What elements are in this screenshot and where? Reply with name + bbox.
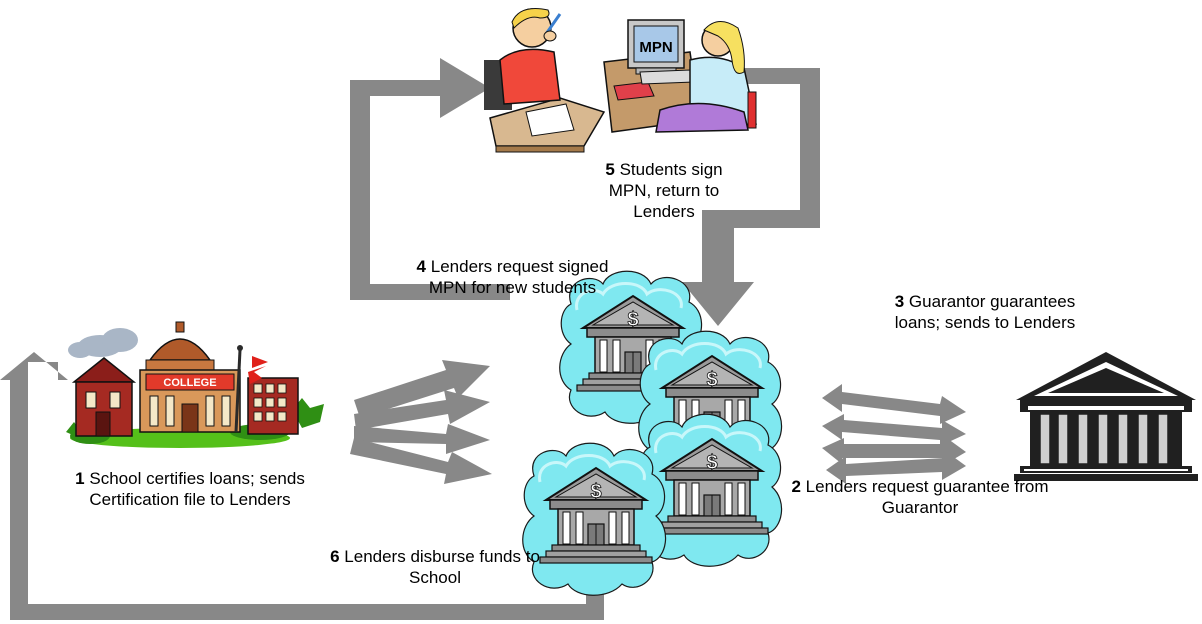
step-1-label: 1 School certifies loans; sends Certific… — [55, 468, 325, 510]
step-2-text: Lenders request guarantee from Guarantor — [805, 477, 1049, 517]
step-2-label: 2 Lenders request guarantee from Guarant… — [780, 476, 1060, 518]
step-5-text: Students sign MPN, return to Lenders — [608, 160, 723, 221]
step-4-text: Lenders request signed MPN for new stude… — [428, 257, 609, 297]
bank-symbol-label: $ — [590, 481, 601, 503]
step-4-number: 4 — [416, 257, 427, 276]
step-6-number: 6 — [330, 547, 340, 566]
step-6-label: 6 Lenders disburse funds to School — [320, 546, 550, 588]
arrows-lenders-guarantor — [822, 384, 966, 484]
monitor-mpn-label: MPN — [639, 39, 672, 56]
bank-symbol-label: $ — [706, 452, 717, 474]
bank-symbol-label: $ — [706, 369, 717, 391]
step-6-text: Lenders disburse funds to School — [344, 547, 540, 587]
lender-bank-icon: $ — [521, 441, 668, 597]
students-clipart-icon: MPN — [484, 8, 757, 153]
arrow-lenders-to-students — [350, 58, 510, 300]
guarantor-bank-icon — [1014, 352, 1198, 481]
step-1-number: 1 — [75, 469, 85, 488]
step-3-label: 3 Guarantor guarantees loans; sends to L… — [870, 291, 1100, 333]
step-3-number: 3 — [894, 292, 905, 311]
step-4-label: 4 Lenders request signed MPN for new stu… — [405, 256, 620, 298]
college-clipart-icon: COLLEGE — [66, 321, 324, 448]
college-sign-label: COLLEGE — [163, 377, 216, 389]
step-1-text: School certifies loans; sends Certificat… — [89, 469, 305, 509]
arrow-lenders-to-school — [0, 352, 604, 620]
bank-symbol-label: $ — [627, 309, 638, 331]
arrows-school-to-lenders — [350, 360, 492, 484]
arrow-students-to-lenders — [682, 68, 820, 326]
step-5-number: 5 — [605, 160, 615, 179]
lender-bank-icon: $ — [637, 412, 784, 568]
step-2-number: 2 — [791, 477, 801, 496]
step-3-text: Guarantor guarantees loans; sends to Len… — [894, 292, 1076, 332]
step-5-label: 5 Students sign MPN, return to Lenders — [582, 159, 746, 222]
lender-bank-icon: $ — [558, 269, 705, 425]
lender-bank-icon: $ — [637, 329, 784, 485]
